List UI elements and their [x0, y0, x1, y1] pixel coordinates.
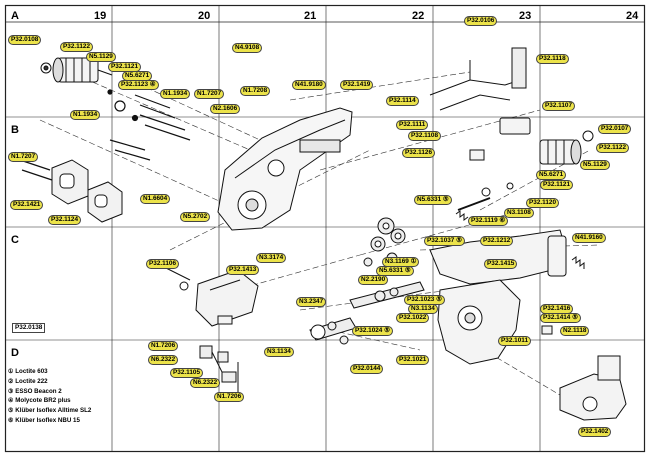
- screws-fasteners: [19, 89, 191, 181]
- part-label[interactable]: P32.0107: [598, 124, 632, 134]
- part-label[interactable]: P32.1111: [396, 120, 429, 130]
- legend-item: ④ Molycote BR2 plus: [8, 397, 71, 405]
- drive-shaft: [309, 281, 425, 345]
- nose-assembly: [541, 325, 627, 421]
- part-label[interactable]: N2.1118: [560, 326, 590, 336]
- legend-item: ⑥ Klüber Isoflex NBU 15: [8, 416, 80, 424]
- spring-part: [455, 210, 585, 269]
- part-label[interactable]: N5.1129: [86, 52, 116, 62]
- part-label[interactable]: P32.1415: [484, 259, 518, 269]
- part-label[interactable]: N1.1934: [160, 89, 191, 99]
- part-label[interactable]: P32.1114: [386, 96, 419, 106]
- part-label[interactable]: P32.1037 ⑤: [424, 236, 465, 246]
- part-label[interactable]: P32.1421: [10, 200, 44, 210]
- part-label[interactable]: N41.9160: [572, 233, 606, 243]
- grid-frame: [4, 4, 646, 453]
- part-label[interactable]: N1.7207: [8, 152, 39, 162]
- motor-left: [40, 57, 113, 83]
- part-label[interactable]: N1.6604: [140, 194, 171, 204]
- part-label[interactable]: N5.1129: [580, 160, 610, 170]
- part-label[interactable]: P32.0138: [12, 323, 46, 333]
- grid-row-a: A: [11, 10, 19, 22]
- part-label[interactable]: P32.1124: [48, 215, 82, 225]
- part-label[interactable]: N1.7208: [240, 86, 271, 96]
- part-label[interactable]: P32.1105: [170, 368, 204, 378]
- lubricant-legend: ① Loctite 603 ② Loctite 222 ③ ESSO Beaco…: [8, 367, 91, 426]
- part-label[interactable]: P32.1022: [396, 313, 430, 323]
- part-label[interactable]: N5.2702: [180, 212, 211, 222]
- part-label[interactable]: P32.1212: [480, 236, 514, 246]
- part-label[interactable]: N5.6271: [536, 170, 567, 180]
- side-cover-parts: [51, 159, 123, 223]
- part-label[interactable]: N3.3174: [256, 253, 287, 263]
- legend-item: ① Loctite 603: [8, 368, 48, 375]
- grid-row-c: C: [11, 234, 19, 246]
- part-label[interactable]: P32.1122: [60, 42, 94, 52]
- part-label[interactable]: P32.1108: [408, 131, 442, 141]
- motor-right: [469, 117, 594, 165]
- part-label[interactable]: P32.1123 ④: [118, 80, 159, 90]
- grid-col-22: 22: [412, 10, 424, 22]
- part-label[interactable]: P32.1011: [498, 336, 532, 346]
- grid-col-21: 21: [304, 10, 316, 22]
- part-label[interactable]: P32.1402: [578, 427, 612, 437]
- part-label[interactable]: N1.1934: [70, 110, 101, 120]
- part-label[interactable]: N3.1108: [504, 208, 534, 218]
- part-label[interactable]: N1.7206: [214, 392, 245, 402]
- part-label[interactable]: N1.7207: [194, 89, 225, 99]
- grid-row-d: D: [11, 347, 19, 359]
- grid-col-20: 20: [198, 10, 210, 22]
- part-label[interactable]: N2.2190: [358, 275, 389, 285]
- part-label[interactable]: P32.1414 ⑤: [540, 313, 581, 323]
- part-label[interactable]: P32.1120: [526, 198, 560, 208]
- legend-item: ② Loctite 222: [8, 377, 48, 385]
- part-label[interactable]: N3.1134: [264, 347, 294, 357]
- part-label[interactable]: N5.6331 ⑤: [414, 195, 452, 205]
- part-label[interactable]: P32.1126: [402, 148, 436, 158]
- part-label[interactable]: N2.1606: [210, 104, 241, 114]
- part-label[interactable]: N5.6331 ⑤: [376, 266, 414, 276]
- part-label[interactable]: P32.0106: [464, 16, 498, 26]
- grid-col-23: 23: [519, 10, 531, 22]
- part-label[interactable]: N3.2347: [296, 297, 327, 307]
- legend-item: ⑤ Klüber Isoflex Alltime SL2: [8, 407, 92, 415]
- part-label[interactable]: P32.0144: [350, 364, 384, 374]
- part-label[interactable]: P32.1107: [542, 101, 576, 111]
- part-label[interactable]: N4.9108: [232, 43, 263, 53]
- legend-item: ③ ESSO Beacon 2: [8, 387, 62, 395]
- linkage-bracket: [429, 47, 527, 111]
- grid-row-b: B: [11, 124, 19, 136]
- part-label[interactable]: N6.2322: [148, 355, 179, 365]
- part-label[interactable]: N1.7206: [148, 341, 179, 351]
- grid-col-19: 19: [94, 10, 106, 22]
- main-housing: [217, 107, 353, 231]
- part-label[interactable]: P32.1119 ⑥: [468, 216, 509, 226]
- part-label[interactable]: P32.1419: [340, 80, 374, 90]
- part-label[interactable]: P32.1024 ⑤: [352, 326, 393, 336]
- switch-assembly: [149, 259, 259, 327]
- part-label[interactable]: P32.1118: [536, 54, 569, 64]
- grid-col-24: 24: [626, 10, 639, 22]
- part-label[interactable]: N41.9180: [292, 80, 326, 90]
- connector-parts: [199, 345, 239, 392]
- part-label[interactable]: P32.1121: [540, 180, 574, 190]
- part-label[interactable]: P32.0108: [8, 35, 42, 45]
- part-label[interactable]: P32.1106: [146, 259, 180, 269]
- part-label[interactable]: P32.1122: [596, 143, 630, 153]
- part-label[interactable]: P32.1021: [396, 355, 430, 365]
- part-label[interactable]: N6.2322: [190, 378, 221, 388]
- gear-train: [363, 182, 514, 267]
- part-label[interactable]: P32.1413: [226, 265, 260, 275]
